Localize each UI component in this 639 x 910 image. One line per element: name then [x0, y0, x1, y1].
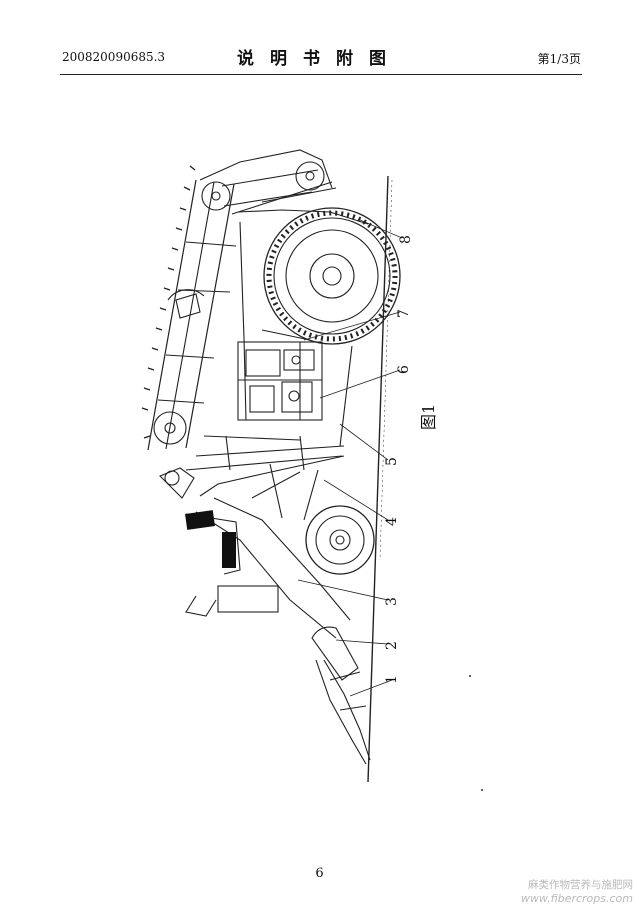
engine-block: [237, 329, 323, 421]
doc-number: 200820090685.3: [62, 50, 166, 64]
part-label-3: 3: [384, 597, 400, 606]
front-chassis: [159, 455, 351, 639]
page-info: 第1/3页: [537, 52, 581, 66]
front-wheel: [305, 505, 375, 575]
page-number: 6: [315, 866, 324, 881]
cutter-bar: [311, 626, 371, 765]
part-label-6: 6: [396, 365, 412, 374]
part-label-1: 1: [384, 675, 400, 684]
watermark-line-2: www.fibercrops.com: [520, 892, 633, 905]
part-label-5: 5: [384, 457, 400, 466]
main-frame: [185, 209, 369, 471]
part-label-7: 7: [396, 309, 412, 318]
lower-sprocket: [153, 411, 187, 445]
leader-lines: [297, 219, 403, 697]
rear-wheel: [263, 207, 401, 345]
part-label-4: 4: [384, 517, 400, 526]
page-title: 说明书附图: [237, 49, 402, 69]
watermark-line-1: 麻类作物营养与施肥网: [528, 879, 633, 891]
header-rule: [60, 74, 582, 75]
rear-sprocket: [295, 161, 325, 191]
conveyor-assembly: [141, 149, 337, 451]
upper-sprocket: [201, 181, 231, 211]
figure-caption: 图1: [419, 404, 438, 430]
watermark: 麻类作物营养与施肥网 www.fibercrops.com: [521, 878, 633, 906]
part-label-8: 8: [398, 235, 414, 244]
part-label-2: 2: [384, 641, 400, 650]
ground-line: [367, 175, 389, 783]
